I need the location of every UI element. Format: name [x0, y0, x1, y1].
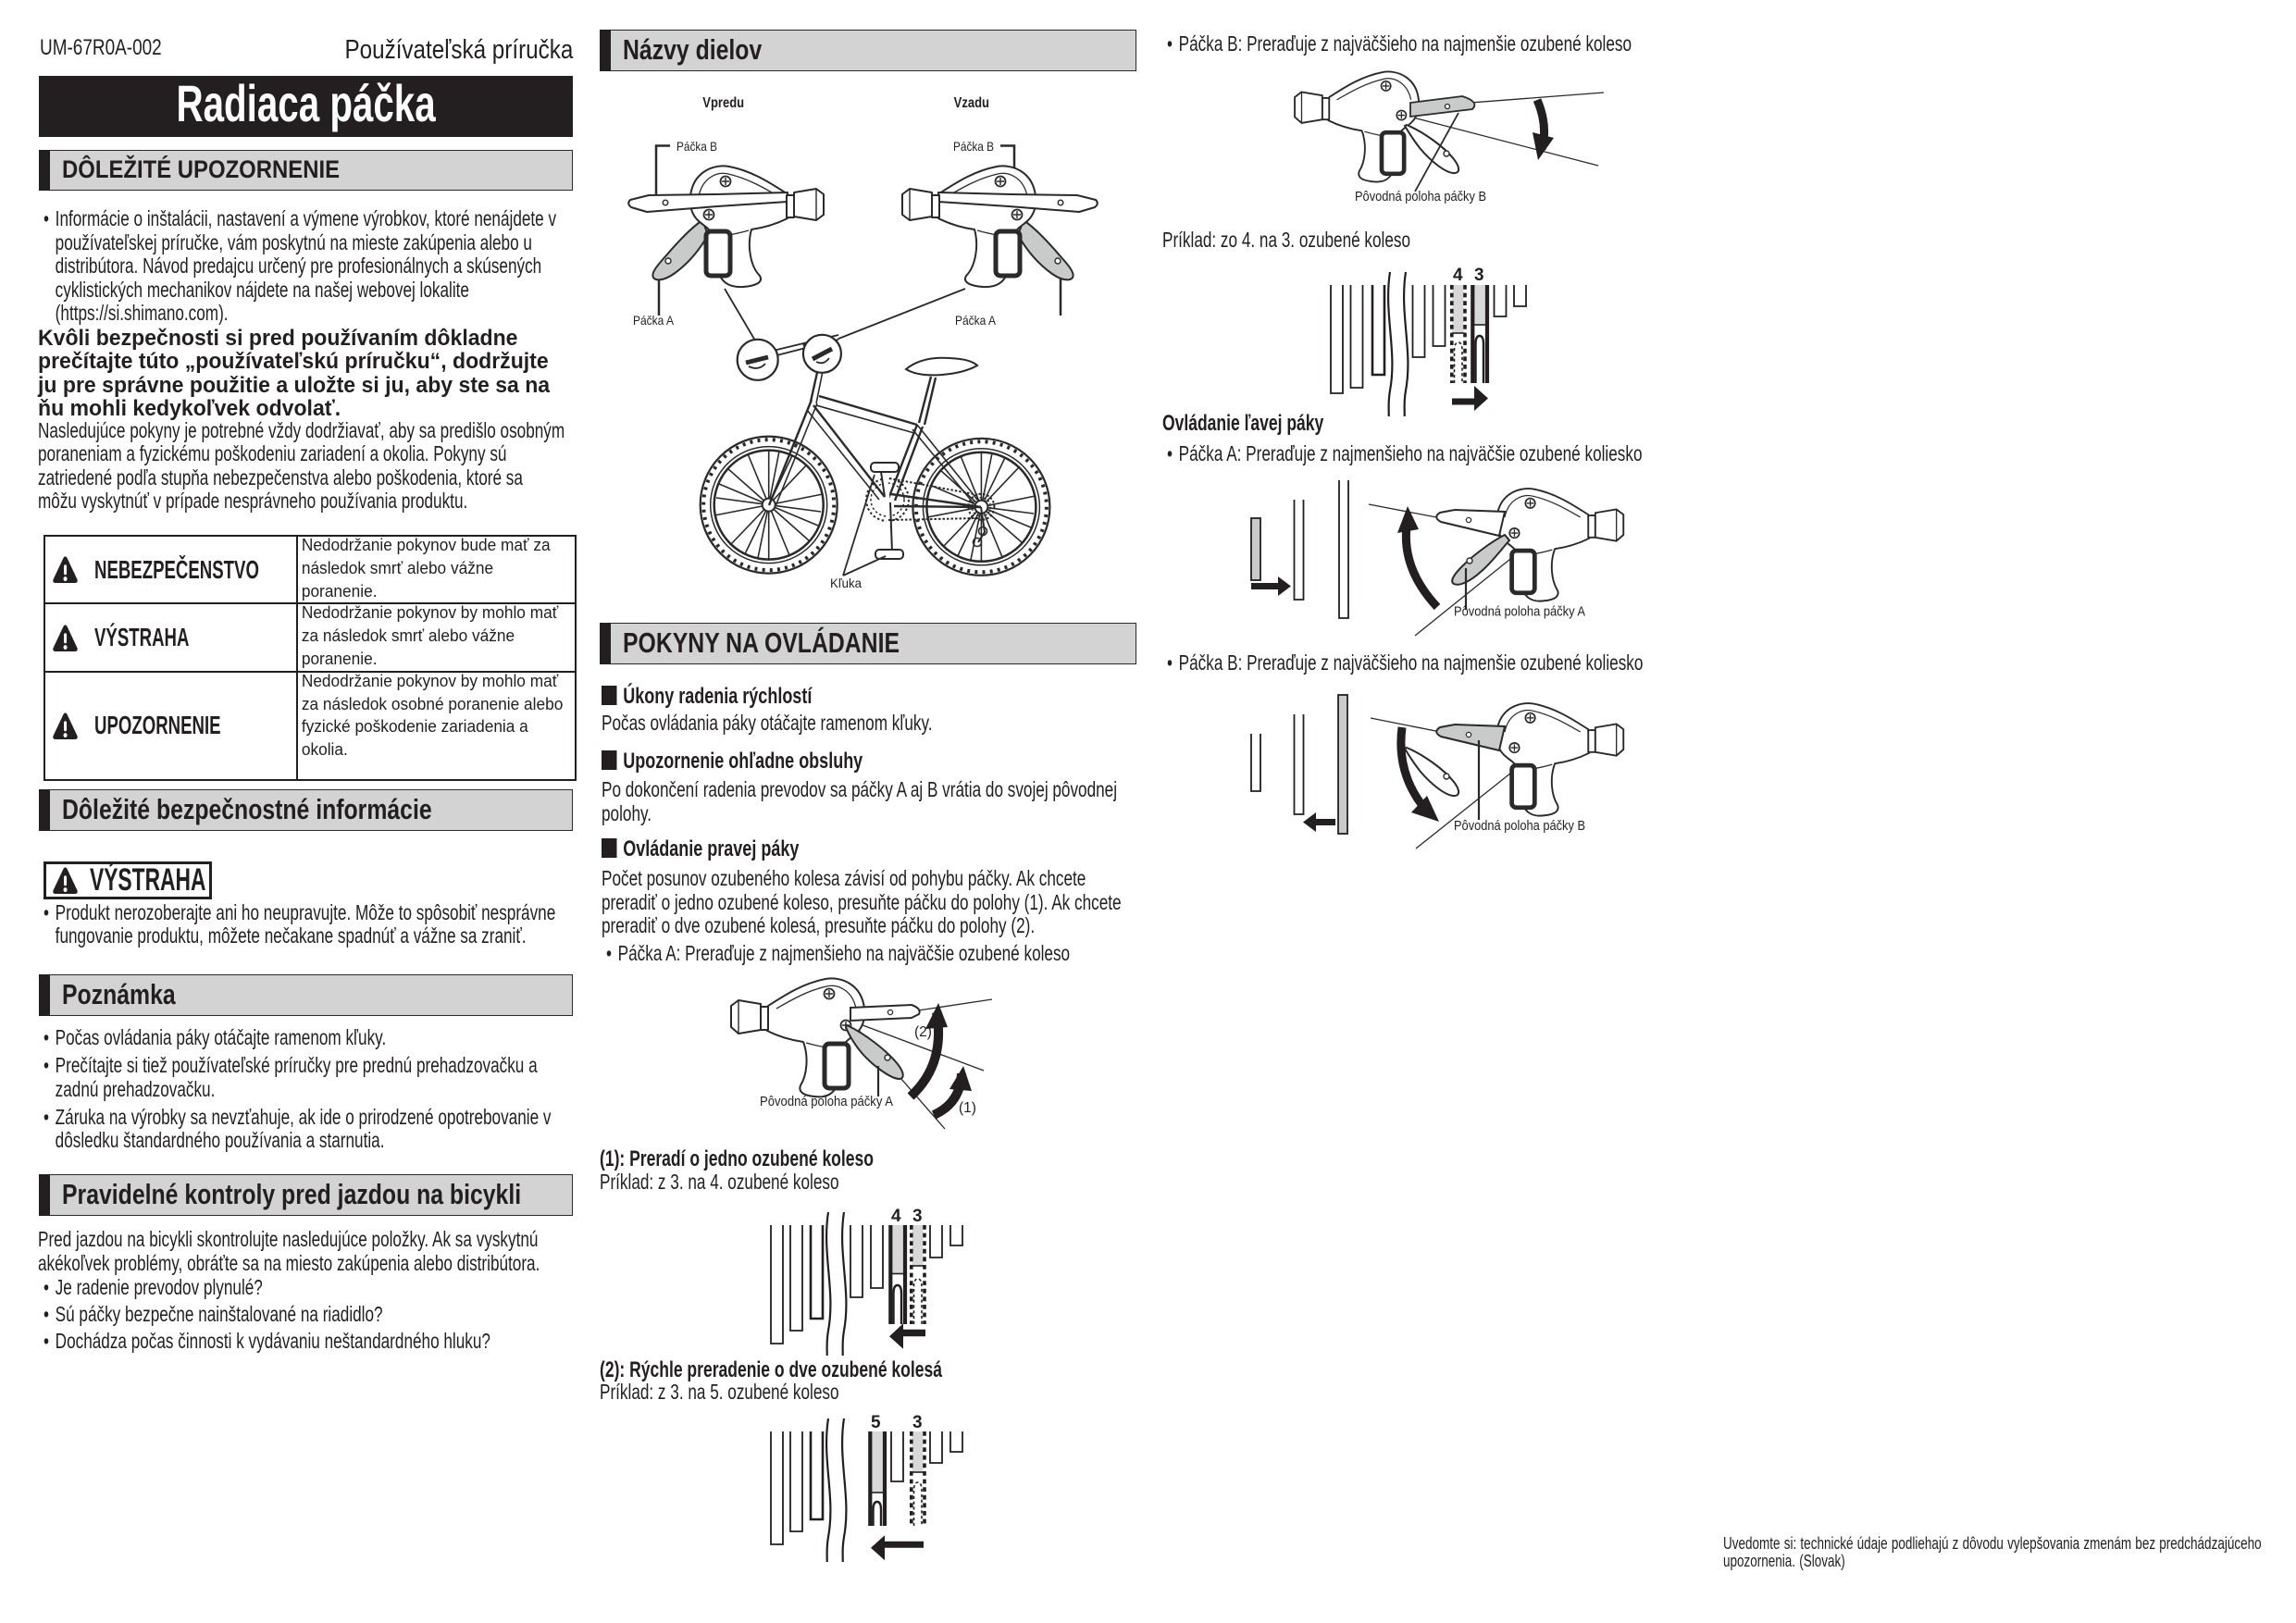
svg-text:Pôvodná poloha páčky A: Pôvodná poloha páčky A [760, 1094, 893, 1109]
svg-text:Kľuka: Kľuka [830, 576, 862, 590]
svg-text:Páčka B: Páčka B [953, 139, 994, 154]
svg-text:Pôvodná poloha páčky A: Pôvodná poloha páčky A [1454, 604, 1585, 620]
svg-text:4: 4 [1453, 266, 1463, 285]
svg-text:3: 3 [912, 1207, 923, 1226]
svg-text:(2): (2) [914, 1024, 932, 1040]
svg-text:5: 5 [871, 1413, 881, 1432]
svg-text:4: 4 [891, 1207, 901, 1226]
svg-text:3: 3 [912, 1413, 923, 1432]
svg-text:Páčka A: Páčka A [633, 313, 675, 328]
svg-text:Pôvodná poloha páčky B: Pôvodná poloha páčky B [1355, 189, 1486, 204]
svg-text:Páčka A: Páčka A [955, 313, 997, 328]
svg-text:Pôvodná poloha páčky B: Pôvodná poloha páčky B [1454, 818, 1585, 834]
svg-text:(1): (1) [959, 1100, 976, 1116]
svg-text:Páčka B: Páčka B [676, 139, 717, 154]
svg-text:3: 3 [1474, 266, 1484, 285]
